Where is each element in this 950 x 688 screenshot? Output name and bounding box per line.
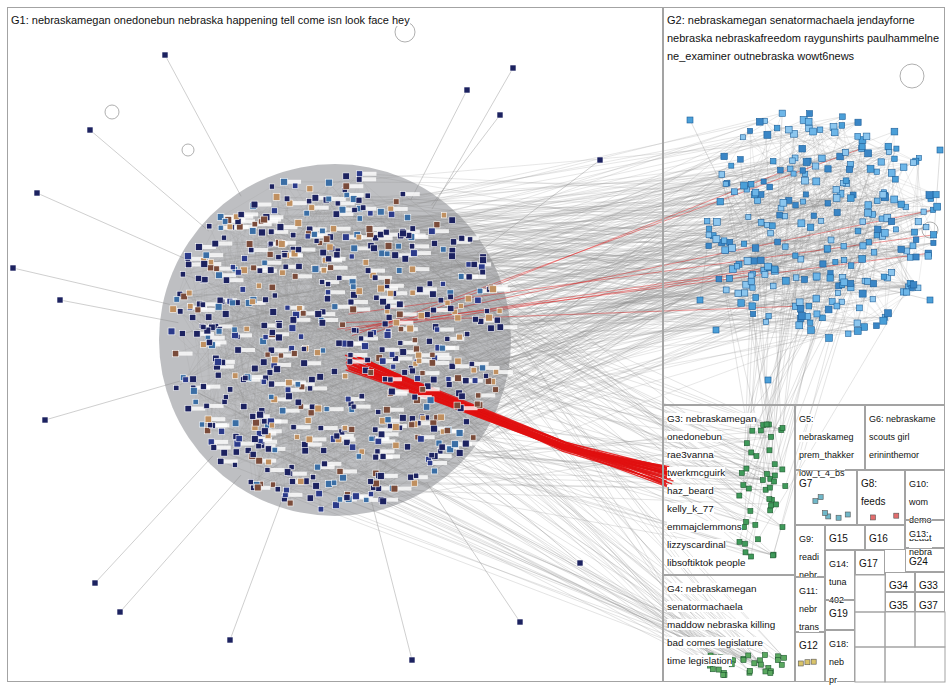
group-box: [915, 612, 945, 647]
group-box: [885, 647, 945, 682]
group-box: [855, 612, 885, 647]
group-box: [885, 612, 915, 647]
group-box: [855, 575, 885, 612]
group-box: [855, 647, 885, 682]
